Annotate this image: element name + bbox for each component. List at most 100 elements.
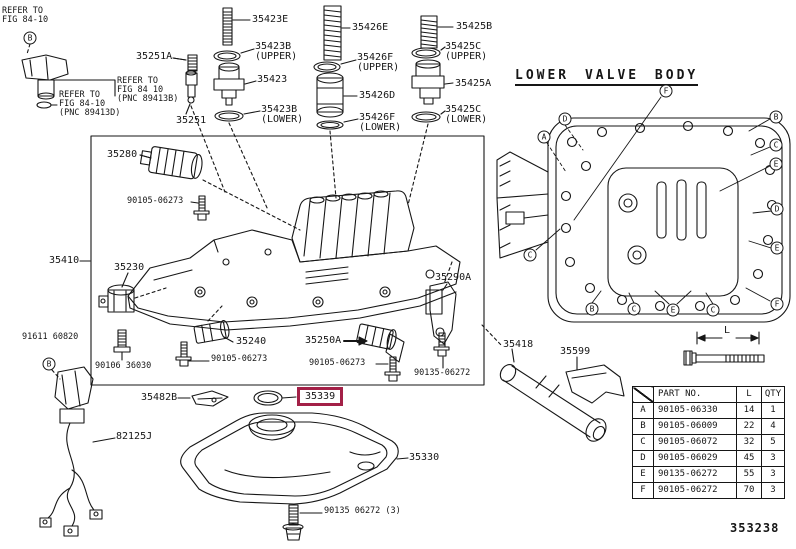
lower-valve-body-art [496, 96, 791, 323]
part-35423-art [213, 7, 269, 211]
label-90105-06273-c: 90105-06273 [309, 358, 366, 368]
label-82125j: 82125J [116, 431, 153, 442]
label-35423b-lower: 35423B (LOWER) [261, 104, 304, 125]
label-35423e: 35423E [252, 14, 289, 25]
valve-body-assembly-art [127, 190, 461, 331]
assembly-frame [90, 135, 485, 386]
label-leaders [79, 57, 187, 262]
label-90135-06272-3: 90135 06272 (3) [324, 506, 401, 516]
label-35426f-lower: 35426F (LOWER) [359, 112, 402, 133]
cell-k: B [632, 418, 654, 435]
cell-qcol: 4 [761, 418, 785, 435]
label-35230: 35230 [114, 262, 145, 273]
speed-sensor-art [21, 43, 116, 109]
circled-letter-c: C [627, 302, 641, 316]
label-35482b: 35482B [141, 392, 178, 403]
circled-letter-b: B [585, 302, 599, 316]
label-90135-06272: 90135-06272 [414, 368, 471, 378]
circled-letter-a: A [537, 130, 551, 144]
cell-lcol: 22 [736, 418, 762, 435]
cell-lcol: 70 [736, 482, 762, 499]
part-35230-art [98, 272, 167, 313]
cell-lcol: 32 [736, 434, 762, 451]
bolt-art-b [175, 341, 210, 367]
label-90105-06273-a: 90105-06273 [127, 196, 184, 206]
stud-art [113, 329, 131, 361]
cell-qcol: 3 [761, 466, 785, 483]
circled-letter-d: D [770, 202, 784, 216]
label-35330: 35330 [409, 452, 440, 463]
circled-letter-f: F [659, 84, 673, 98]
label-90106-36030: 90106 36030 [95, 361, 152, 371]
cell-p: 90105-06072 [653, 434, 737, 451]
label-35423: 35423 [257, 74, 288, 85]
label-35425a: 35425A [455, 78, 492, 89]
label-35599: 35599 [560, 346, 591, 357]
cell-k: D [632, 450, 654, 467]
cell-lcol: 55 [736, 466, 762, 483]
label-35290a: 35290A [435, 272, 472, 283]
dimension-l-label: L [724, 325, 731, 336]
cell-lcol: 14 [736, 402, 762, 419]
ref-fig-84-10-pnc-89413b: REFER TO FIG 84 10 (PNC 89413B) [117, 76, 179, 104]
part-35240-art [193, 305, 234, 344]
label-35251a: 35251A [136, 51, 173, 62]
part-35280-art [139, 146, 301, 231]
ref-fig-84-10-top: REFER TO FIG 84-10 [2, 6, 49, 25]
label-35425b: 35425B [456, 21, 493, 32]
bolt-art-c [375, 356, 401, 382]
circled-letter-c: C [769, 138, 783, 152]
table-corner-cell [632, 386, 654, 403]
label-35240: 35240 [236, 336, 267, 347]
label-35250a: 35250A [305, 335, 342, 346]
dimension-art [683, 331, 765, 366]
table-header-qty: QTY [761, 386, 785, 403]
bolt-art-pan [282, 504, 323, 541]
figure-number: 353238 [730, 521, 780, 535]
label-35280: 35280 [107, 149, 138, 160]
cell-lcol: 45 [736, 450, 762, 467]
cell-k: F [632, 482, 654, 499]
cell-k: E [632, 466, 654, 483]
part-82125j-art [39, 366, 116, 537]
cell-p: 90105-06330 [653, 402, 737, 419]
cell-p: 90135-06272 [653, 466, 737, 483]
bolt-holes [560, 120, 778, 312]
cell-p: 90105-06272 [653, 482, 737, 499]
label-90105-06273-b: 90105-06273 [211, 354, 268, 364]
label-35426d: 35426D [359, 90, 396, 101]
circled-letter-e: E [770, 241, 784, 255]
circled-letter-c: C [523, 248, 537, 262]
part-35339-art [253, 390, 297, 406]
circled-letter-b: B [42, 357, 56, 371]
part-35330-art [180, 412, 409, 505]
label-35418: 35418 [503, 339, 534, 350]
label-35410: 35410 [49, 255, 80, 266]
highlighted-part-callout: 35339 [297, 387, 344, 406]
label-35426e: 35426E [352, 22, 389, 33]
cell-qcol: 1 [761, 402, 785, 419]
ref-fig-84-10-pnc-89413d: REFER TO FIG 84-10 (PNC 89413D) [59, 90, 121, 118]
circled-letter-e: E [666, 303, 680, 317]
circled-letter-d: D [558, 112, 572, 126]
table-header-length: L [736, 386, 762, 403]
part-35482b-art [177, 390, 229, 407]
section-heading: LOWER VALVE BODY [515, 68, 699, 86]
cell-k: A [632, 402, 654, 419]
circled-letter-f: F [770, 297, 784, 311]
cell-p: 90105-06009 [653, 418, 737, 435]
label-35426f-upper: 35426F (UPPER) [357, 52, 400, 73]
cell-p: 90105-06029 [653, 450, 737, 467]
bolt-art-a [190, 195, 210, 221]
cell-qcol: 3 [761, 450, 785, 467]
part-35290a-art [425, 261, 457, 345]
